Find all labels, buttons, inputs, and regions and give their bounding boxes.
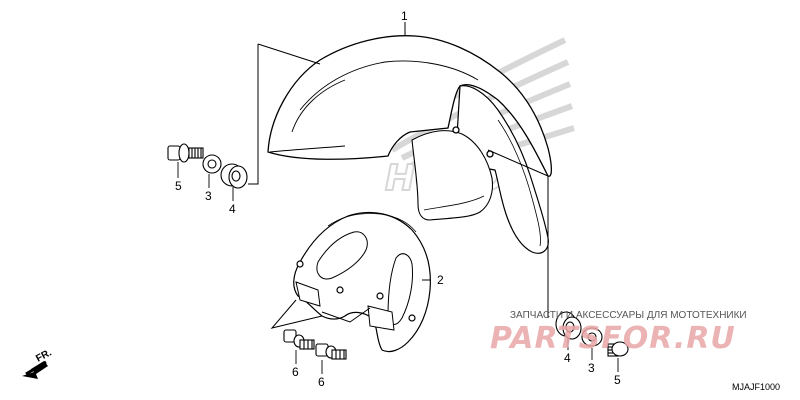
right-hardware-stack <box>555 311 629 357</box>
left-hardware-stack <box>167 143 248 189</box>
callout-2: 2 <box>437 273 444 287</box>
callout-3-right: 3 <box>588 361 595 375</box>
washer-right <box>581 327 603 347</box>
callout-ticks <box>177 162 619 374</box>
fender-stay <box>293 211 431 353</box>
flange-bolt-left <box>167 143 204 163</box>
diagram-code: MJAJF1000 <box>732 382 780 392</box>
shop-tagline: ЗАПЧАСТИ И АКСЕССУАРЫ ДЛЯ МОТОТЕХНИКИ <box>510 310 747 321</box>
shop-wordmark: PARTSFOR.RU <box>490 321 736 356</box>
front-direction-arrow: FR. <box>22 347 54 379</box>
front-direction-label: FR. <box>34 347 54 364</box>
assembly-leader-lines <box>248 22 549 329</box>
callout-4-right: 4 <box>564 351 571 365</box>
callout-1: 1 <box>401 9 408 23</box>
grommet-left <box>220 163 248 189</box>
callout-3-left: 3 <box>205 189 212 203</box>
shop-watermark: ЗАПЧАСТИ И АКСЕССУАРЫ ДЛЯ МОТОТЕХНИКИ PA… <box>490 310 747 356</box>
flange-bolt-6a <box>283 329 315 350</box>
callout-5-right: 5 <box>614 373 621 387</box>
callout-numbers: 1 2 5 3 4 6 6 4 3 5 <box>175 9 621 389</box>
flange-bolt-6b <box>315 343 347 360</box>
callout-4-left: 4 <box>229 202 236 216</box>
front-fender <box>267 35 553 254</box>
callout-5-left: 5 <box>175 179 182 193</box>
callout-6b: 6 <box>318 375 325 389</box>
flange-bolt-right <box>607 341 629 357</box>
stay-bolts <box>283 329 347 360</box>
washer-left <box>202 154 222 174</box>
grommet-right <box>555 311 582 340</box>
callout-6a: 6 <box>292 365 299 379</box>
